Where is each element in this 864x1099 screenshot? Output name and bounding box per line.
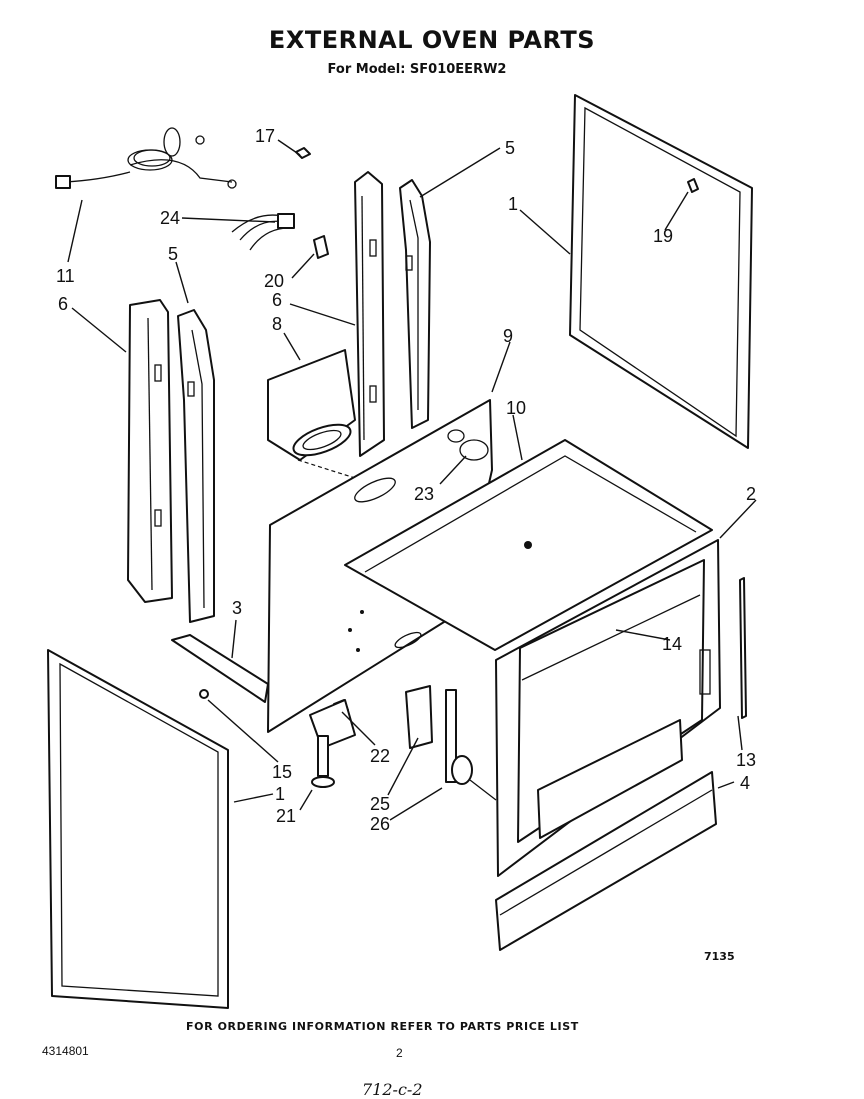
back-panel-frame-part [569, 94, 753, 449]
model-subtitle: For Model: SF010EERW2 [327, 62, 507, 77]
callout-24: 24 [160, 208, 180, 228]
top-panel-part [344, 439, 713, 651]
callout-15: 15 [272, 762, 292, 782]
kick-plate-part [495, 771, 717, 951]
vertical-strip-part [739, 577, 747, 719]
callout-3: 3 [232, 598, 242, 618]
handwritten-note: 712-c-2 [362, 1080, 423, 1099]
hinge-part [445, 689, 497, 801]
callout-1-top: 1 [508, 194, 518, 214]
callout-23: 23 [414, 484, 434, 504]
callout-26: 26 [370, 814, 390, 834]
callout-5-left: 5 [168, 244, 178, 264]
side-panel-center-part [354, 171, 385, 457]
document-number: 4314801 [42, 1044, 89, 1058]
callout-1-bottom: 1 [275, 784, 285, 804]
base-block-part [309, 699, 356, 749]
oven-door-frame-part [495, 539, 721, 877]
page-title: EXTERNAL OVEN PARTS [268, 26, 596, 54]
callout-6-left: 6 [58, 294, 68, 314]
callout-11: 11 [56, 266, 75, 286]
bracket-part [171, 634, 269, 703]
side-panel-left-part [127, 299, 173, 603]
callout-17: 17 [255, 126, 275, 146]
terminal-block-part [313, 235, 329, 259]
ordering-note: FOR ORDERING INFORMATION REFER TO PARTS … [186, 1020, 579, 1033]
callout-22: 22 [370, 746, 390, 766]
callout-6-center: 6 [272, 290, 282, 310]
side-rail-right-part [399, 179, 431, 429]
callouts: 17 5 1 19 24 5 20 11 6 6 8 9 10 23 2 3 1… [56, 126, 756, 834]
callout-9: 9 [503, 326, 513, 346]
vent-duct-part [267, 349, 356, 461]
power-cord-part [55, 127, 237, 189]
hinge-bracket-part [405, 685, 433, 749]
callout-2: 2 [746, 484, 756, 504]
callout-8: 8 [272, 314, 282, 334]
leader-lines [67, 139, 757, 821]
side-rail-left-part [177, 309, 215, 623]
callout-5-top: 5 [505, 138, 515, 158]
callout-13: 13 [736, 750, 756, 770]
wire-harness-part [231, 213, 295, 251]
callout-4: 4 [740, 773, 750, 793]
callout-20: 20 [264, 271, 284, 291]
figure-number: 7135 [704, 950, 735, 963]
leveling-leg-part [311, 735, 335, 788]
callout-19: 19 [653, 226, 673, 246]
screw-part [199, 689, 209, 699]
callout-10: 10 [506, 398, 526, 418]
callout-14: 14 [662, 634, 682, 654]
side-panel-frame-part [47, 649, 229, 1009]
page-number: 2 [396, 1046, 403, 1060]
callout-25: 25 [370, 794, 390, 814]
callout-21: 21 [276, 806, 296, 826]
